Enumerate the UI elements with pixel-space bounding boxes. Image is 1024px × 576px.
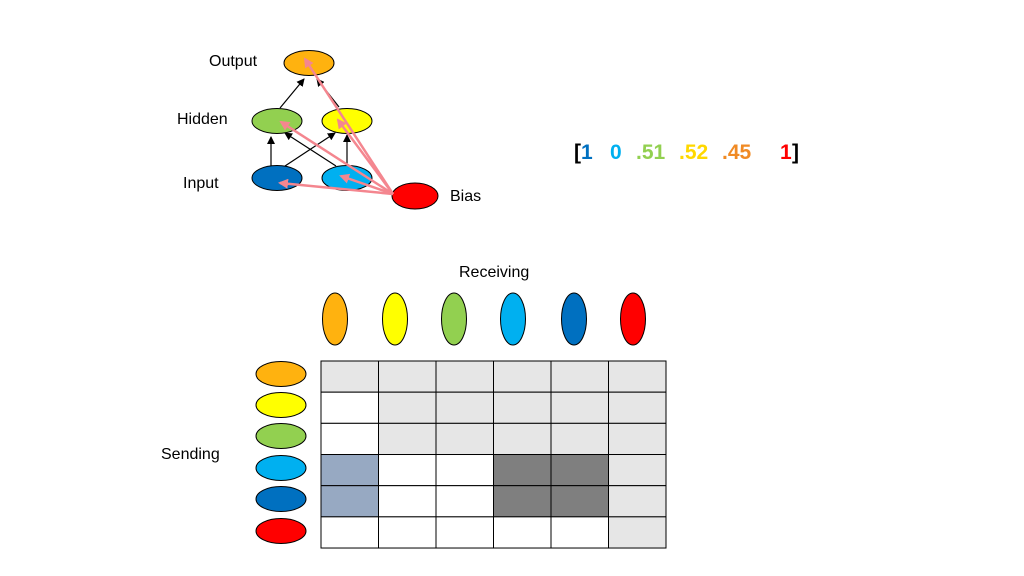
bias-node: [391, 182, 439, 210]
receiving-node-input-dark-blue: [561, 292, 587, 346]
vector-value: 1: [581, 141, 593, 164]
bias-conn-output: [303, 57, 395, 195]
vector-value: 0: [610, 141, 622, 164]
input-label: Input: [183, 175, 219, 192]
matrix-cell: [493, 454, 552, 487]
receiving-label: Receiving: [459, 264, 529, 281]
bias-connections: [278, 57, 395, 196]
matrix-cell: [493, 391, 552, 424]
matrix-cell: [378, 422, 437, 456]
matrix-cell: [378, 454, 437, 487]
matrix-cell: [435, 454, 494, 487]
vector-value: .52: [679, 141, 708, 164]
matrix-cell: [608, 422, 667, 456]
sending-units: [255, 361, 307, 544]
vector-value: 1: [780, 141, 792, 164]
receiving-node-hidden-green: [441, 292, 467, 346]
matrix-grid: [320, 360, 667, 549]
matrix-cell: [608, 360, 667, 393]
matrix-cell: [435, 391, 494, 424]
vector-open-bracket: [: [574, 141, 581, 164]
matrix-cell: [550, 516, 609, 549]
receiving-node-bias: [620, 292, 646, 346]
matrix-cell: [550, 391, 609, 424]
conn-hidden-green-to-output: [279, 78, 305, 109]
sending-node-hidden-yellow: [255, 392, 307, 418]
sending-node-hidden-green: [255, 423, 307, 449]
hidden-yellow-node: [321, 108, 373, 134]
vector-value: .45: [722, 141, 752, 164]
matrix-cell: [550, 454, 609, 487]
bias-label: Bias: [450, 188, 481, 205]
weight-matrix: Receiving Sending: [161, 264, 667, 549]
matrix-cell: [550, 485, 609, 518]
matrix-cell: [435, 485, 494, 518]
receiving-node-hidden-yellow: [382, 292, 408, 346]
matrix-cell: [378, 485, 437, 518]
bias-conn-hidden-green: [279, 120, 394, 196]
matrix-cell: [608, 516, 667, 549]
sending-node-input-dark-blue: [255, 486, 307, 512]
matrix-cell: [493, 422, 552, 456]
matrix-cell: [608, 454, 667, 487]
conn-input-light-to-hidden-green: [284, 132, 337, 167]
activation-vector: [ 1 0 .51 .52 .45 1 ]: [574, 141, 799, 164]
bias-conn-input-light-blue: [339, 173, 394, 196]
matrix-cell: [608, 391, 667, 424]
matrix-cell: [550, 360, 609, 393]
matrix-cell: [493, 516, 552, 549]
matrix-cell: [378, 516, 437, 549]
sending-node-bias: [255, 518, 307, 544]
vector-close-bracket: ]: [792, 141, 799, 164]
sending-node-input-light-blue: [255, 455, 307, 481]
matrix-cell: [320, 360, 379, 393]
matrix-cell: [320, 516, 379, 549]
matrix-cell: [493, 485, 552, 518]
matrix-cell: [435, 422, 494, 456]
matrix-cell: [493, 360, 552, 393]
output-label: Output: [209, 53, 258, 70]
matrix-cell: [435, 516, 494, 549]
sending-node-output: [255, 361, 307, 387]
vector-value: .51: [636, 141, 666, 164]
matrix-cell: [320, 391, 379, 424]
receiving-node-output: [322, 292, 348, 346]
matrix-cell: [608, 485, 667, 518]
matrix-cell: [435, 360, 494, 393]
matrix-cell: [378, 360, 437, 393]
matrix-cell: [320, 422, 379, 456]
sending-label: Sending: [161, 446, 220, 463]
bias-conn-input-dark-blue: [278, 178, 394, 196]
matrix-cell: [378, 391, 437, 424]
network-diagram: Output Hidden Input Bias: [177, 50, 481, 210]
matrix-cell: [320, 485, 379, 518]
receiving-units: [322, 292, 646, 346]
receiving-node-input-light-blue: [500, 292, 526, 346]
matrix-cell: [550, 422, 609, 456]
input-dark-blue-node: [251, 165, 303, 191]
matrix-cell: [320, 454, 379, 487]
hidden-label: Hidden: [177, 111, 228, 128]
bias-conn-hidden-yellow: [336, 118, 395, 195]
